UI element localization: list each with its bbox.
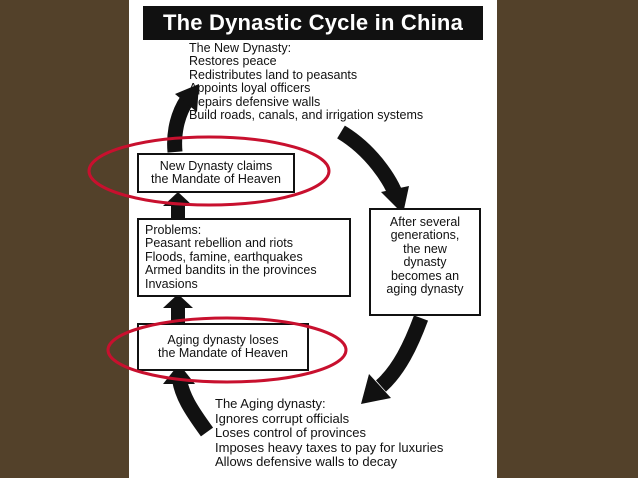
new-dynasty-item: Redistributes land to peasants xyxy=(189,67,358,82)
arrow-loses-to-problems-head xyxy=(163,294,193,308)
aging-dynasty-item: Ignores corrupt officials xyxy=(215,410,350,426)
problems-item: Armed bandits in the provinces xyxy=(145,263,317,278)
new-dynasty-item: Repairs defensive walls xyxy=(189,94,321,109)
problems-box: Problems: Peasant rebellion and riots Fl… xyxy=(137,218,351,297)
arrow-after-to-aging-head xyxy=(361,374,391,404)
loses-line: the Mandate of Heaven xyxy=(158,346,288,361)
arrow-problems-to-claims-head xyxy=(163,192,193,206)
diagram-title: The Dynastic Cycle in China xyxy=(143,6,483,40)
arrow-claims-to-new-head xyxy=(175,84,199,112)
claims-mandate-box: New Dynasty claims the Mandate of Heaven xyxy=(137,153,295,193)
after-line: becomes an xyxy=(390,268,460,283)
arrow-loses-to-problems xyxy=(171,306,185,324)
loses-line: Aging dynasty loses xyxy=(167,333,279,347)
after-line: After several xyxy=(389,215,461,229)
new-dynasty-item: Build roads, canals, and irrigation syst… xyxy=(189,108,424,123)
after-line: the new xyxy=(403,241,447,256)
aging-dynasty-item: Imposes heavy taxes to pay for luxuries xyxy=(215,439,444,455)
problems-heading: Problems: xyxy=(145,223,202,237)
aging-dynasty-list: The Aging dynasty: Ignores corrupt offic… xyxy=(215,396,444,470)
problems-item: Peasant rebellion and riots xyxy=(145,236,294,251)
after-line: aging dynasty xyxy=(386,282,464,297)
new-dynasty-heading: The New Dynasty: xyxy=(189,41,292,55)
new-dynasty-list: The New Dynasty: Restores peace Redistri… xyxy=(189,41,424,123)
problems-item: Invasions xyxy=(145,276,198,291)
arrow-after-to-aging xyxy=(375,315,429,392)
after-line: dynasty xyxy=(403,255,447,270)
after-line: generations, xyxy=(390,228,460,243)
aging-dynasty-item: Allows defensive walls to decay xyxy=(215,454,398,470)
new-dynasty-item: Appoints loyal officers xyxy=(189,81,311,96)
new-dynasty-item: Restores peace xyxy=(189,54,277,69)
loses-mandate-box: Aging dynasty loses the Mandate of Heave… xyxy=(137,323,309,371)
claims-line: the Mandate of Heaven xyxy=(151,172,281,187)
arrow-new-to-aging xyxy=(336,125,405,201)
claims-line: New Dynasty claims xyxy=(159,159,273,173)
arrow-claims-to-new xyxy=(167,95,194,153)
aging-dynasty-item: Loses control of provinces xyxy=(215,425,367,441)
after-generations-box: After several generations, the new dynas… xyxy=(369,208,481,316)
problems-item: Floods, famine, earthquakes xyxy=(145,249,303,264)
diagram-panel: The Dynastic Cycle in China The New Dyna… xyxy=(129,0,497,478)
aging-dynasty-heading: The Aging dynasty: xyxy=(215,396,326,411)
arrow-new-to-aging-head xyxy=(381,186,409,214)
arrow-aging-to-loses xyxy=(171,374,214,437)
